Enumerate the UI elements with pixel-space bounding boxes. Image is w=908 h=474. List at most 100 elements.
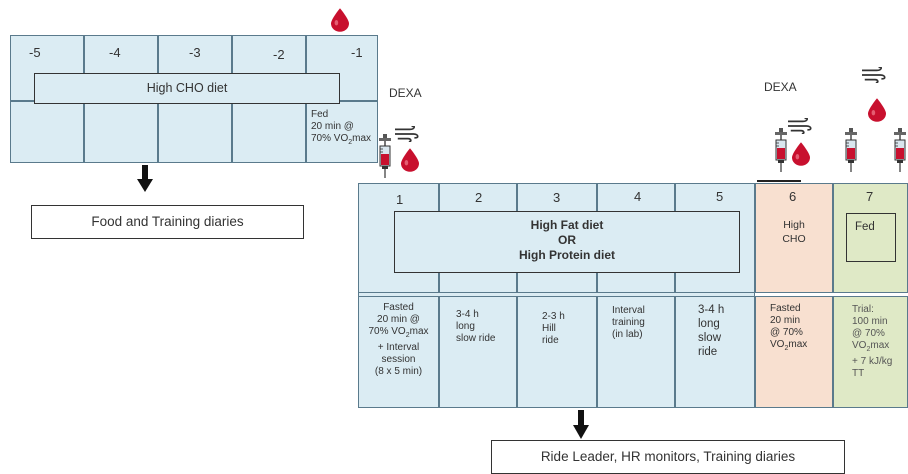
prephase-bottom-cell [232, 101, 306, 163]
syringe-icon [844, 128, 858, 172]
high-cho-diet-label: High CHO diet [146, 81, 228, 95]
note-line: 70% VO2max [311, 133, 377, 149]
activity-line: (in lab) [612, 329, 643, 340]
activity-line: @ 70% [852, 328, 885, 339]
activity-sub: 2 [866, 346, 871, 353]
activity-sub: 2 [405, 332, 410, 339]
day6-header-line [757, 180, 801, 182]
blood-drop-icon [331, 8, 349, 32]
breath-icon [395, 126, 419, 142]
day-label: 1 [396, 192, 404, 207]
prephase-bottom-cell [158, 101, 232, 163]
day6-diet: High CHO [756, 218, 832, 246]
prephase-bottom-cell [10, 101, 84, 163]
activity-cell: 3-4 h long slow ride [439, 296, 517, 408]
activity-line: slow ride [456, 333, 496, 344]
breath-icon [788, 118, 812, 134]
dexa-label: DEXA [764, 80, 797, 94]
activity-line: 2-3 h [542, 311, 565, 322]
day6-top-cell: 6 High CHO [755, 183, 833, 293]
note-sub: 2 [348, 139, 353, 146]
food-training-diaries-box: Food and Training diaries [31, 205, 304, 239]
activity-line: 20 min [770, 315, 801, 326]
activity-line: long [698, 318, 720, 330]
activity-text: max [870, 340, 890, 351]
day-label: 6 [789, 189, 797, 204]
activity-line: + Interval [377, 342, 420, 353]
activity-cell: Fasted 20 min @ 70% VO2max + Interval se… [358, 296, 439, 408]
activity-line: Fasted [383, 302, 414, 313]
note-line: 20 min @ [311, 121, 354, 132]
activity-line: session [381, 354, 416, 365]
activity-line: Fasted [770, 303, 801, 314]
day-label: -1 [351, 45, 363, 60]
prephase-bottom-cell [84, 101, 158, 163]
activity-sub: 2 [784, 345, 789, 352]
syringe-icon [378, 134, 392, 178]
activity-line: Trial: [852, 304, 874, 315]
day-label: 3 [553, 190, 561, 205]
activity-text: 70% VO [368, 326, 406, 337]
activity-text: VO [770, 339, 785, 350]
breath-icon [862, 67, 886, 83]
activity-line: VO2max [770, 339, 832, 355]
activity-line: + 7 kJ/kg [852, 356, 893, 367]
syringe-icon [774, 128, 788, 172]
activity-cell: Interval training (in lab) [597, 296, 675, 408]
down-arrow-icon [573, 410, 589, 439]
diet-line: CHO [782, 233, 806, 245]
high-cho-diet-box: High CHO diet [34, 73, 340, 104]
activity-line: long [456, 321, 475, 332]
day7-activity-cell: Trial: 100 min @ 70% VO2max + 7 kJ/kg TT [833, 296, 908, 408]
blood-drop-icon [868, 98, 886, 122]
diet-line: OR [558, 233, 576, 247]
activity-line: 20 min @ [377, 314, 420, 325]
activity-line: VO2max [852, 340, 907, 356]
high-fat-protein-diet-box: High Fat diet OR High Protein diet [394, 211, 740, 273]
dexa-label: DEXA [389, 86, 422, 100]
note-text: 70% VO [311, 133, 349, 144]
activity-cell: 3-4 h long slow ride [675, 296, 755, 408]
day7-fed-label: Fed [855, 221, 875, 233]
note-line: Fed [311, 109, 329, 120]
diet-line: High [783, 219, 805, 231]
diet-line: High Fat diet [530, 218, 604, 232]
activity-line: 3-4 h [456, 309, 479, 320]
down-arrow-icon [137, 165, 153, 192]
day-label: -5 [29, 45, 41, 60]
food-training-diaries-label: Food and Training diaries [91, 214, 244, 229]
diet-line: High Protein diet [519, 248, 615, 262]
activity-line: ride [542, 335, 559, 346]
diet-label-group: High Fat diet OR High Protein diet [395, 212, 739, 263]
activity-cell: 2-3 h Hill ride [517, 296, 597, 408]
day-label: 4 [634, 189, 642, 204]
prephase-day-minus1-note: Fed 20 min @ 70% VO2max [306, 101, 378, 163]
day-label: 7 [866, 189, 874, 204]
day-label: 2 [475, 190, 483, 205]
activity-line: TT [852, 368, 865, 379]
activity-line: ride [698, 346, 718, 358]
activity-line: Interval [612, 305, 645, 316]
activity-text: max [409, 326, 429, 337]
activity-text: VO [852, 340, 867, 351]
note-text: max [352, 133, 372, 144]
day7-fed-box: Fed [846, 213, 896, 262]
day-label: -4 [109, 45, 121, 60]
ride-leader-box: Ride Leader, HR monitors, Training diari… [491, 440, 845, 474]
blood-drop-icon [792, 142, 810, 166]
day-label: -2 [273, 47, 285, 62]
day-label: 5 [716, 189, 724, 204]
activity-line: (8 x 5 min) [374, 366, 423, 377]
activity-line: 100 min [852, 316, 888, 327]
day6-activity-cell: Fasted 20 min @ 70% VO2max [755, 296, 833, 408]
blood-drop-icon [401, 148, 419, 172]
activity-line: 70% VO2max [359, 326, 438, 342]
activity-text: max [788, 339, 808, 350]
activity-line: slow [698, 332, 722, 344]
activity-line: training [612, 317, 645, 328]
day-label: -3 [189, 45, 201, 60]
activity-line: @ 70% [770, 327, 803, 338]
ride-leader-label: Ride Leader, HR monitors, Training diari… [540, 449, 796, 464]
activity-line: Hill [542, 323, 556, 334]
syringe-icon [893, 128, 907, 172]
